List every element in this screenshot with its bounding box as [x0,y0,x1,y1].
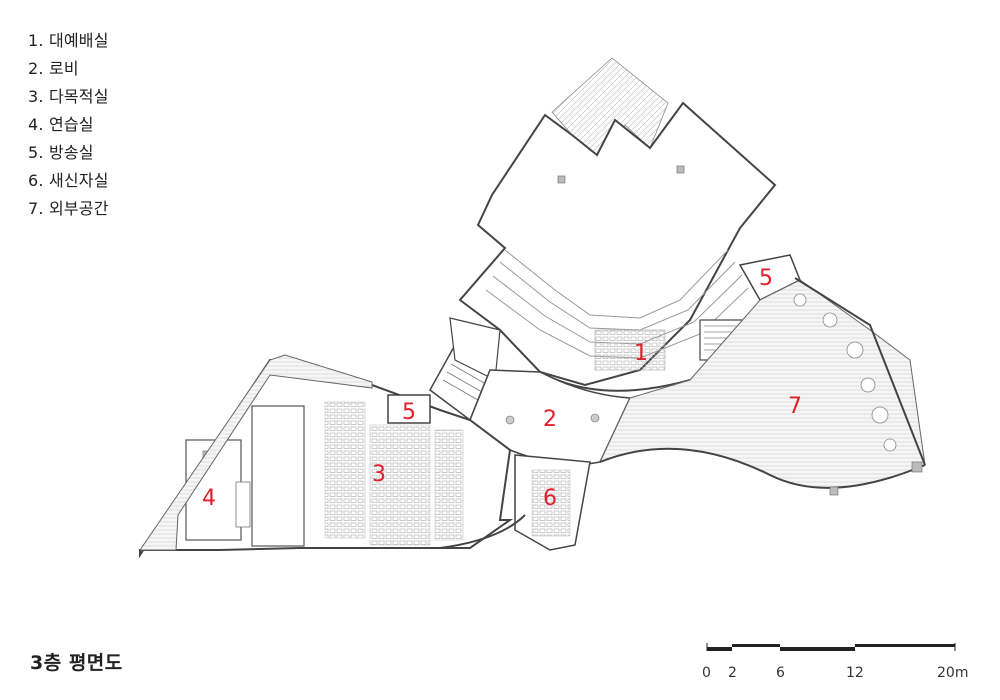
plan-title: 3층 평면도 [30,652,123,674]
room-numbers: 1 2 3 4 5 5 6 7 [202,266,802,511]
room-number-5-upper: 5 [759,266,773,291]
legend-item-2: 2. 로비 [28,59,79,78]
legend-item-7: 7. 외부공간 [28,199,109,218]
legend: 1. 대예배실 2. 로비 3. 다목적실 4. 연습실 5. 방송실 6. 새… [28,27,109,223]
room-number-1: 1 [634,341,648,366]
room-number-5-lower: 5 [402,400,416,425]
legend-item-3: 3. 다목적실 [28,87,109,106]
room-number-6: 6 [543,486,557,511]
broadcast-room-lower [387,394,431,424]
legend-item-5: 5. 방송실 [28,143,94,162]
room-number-2: 2 [543,407,557,432]
west-terrace [139,354,373,551]
legend-item-4: 4. 연습실 [28,115,94,134]
room-number-7: 7 [788,394,802,419]
legend-item-6: 6. 새신자실 [28,171,109,190]
sanctuary-hall [458,101,777,392]
outdoor-space [599,277,926,496]
newcomer-room [514,454,591,551]
room-number-3: 3 [372,462,386,487]
curved-wall [439,514,526,549]
legend-item-1: 1. 대예배실 [28,31,109,50]
room-number-4: 4 [202,486,216,511]
